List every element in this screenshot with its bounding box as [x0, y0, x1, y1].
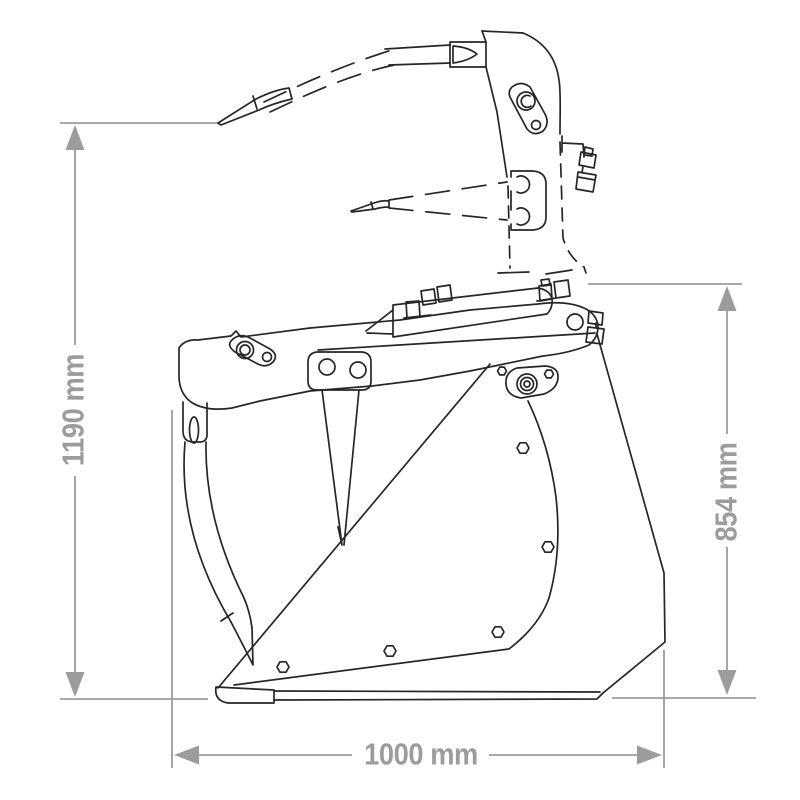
- bucket-cutting-lip: [214, 686, 275, 704]
- dimension-label-overall-height: 1190 mm: [57, 354, 91, 466]
- arrow-right-1000: [637, 745, 662, 765]
- dimension-label-bottom-width: 1000 mm: [364, 738, 478, 772]
- pivot-pin-ring-mid: [519, 376, 535, 392]
- center-spike-bracket-hole-right: [349, 361, 367, 379]
- arm-link-hole-small: [261, 351, 273, 363]
- mast-right-edge-dashed: [559, 141, 585, 268]
- hydraulic-cylinder: [365, 278, 571, 338]
- upper-tine-tip-tick: [252, 95, 258, 110]
- upper-tine-dashed-bottom: [269, 64, 395, 113]
- pivot-pin-center: [523, 380, 531, 388]
- mast-link-hole-small: [530, 119, 542, 131]
- upper-tine-dashed-top: [263, 49, 393, 103]
- middle-tine-bracket-cutout-upper: [516, 175, 531, 194]
- middle-tine-bracket: [510, 170, 547, 231]
- arrow-down-1190: [65, 672, 85, 697]
- arrow-up-1190: [65, 125, 85, 150]
- upper-tine-socket-wedge: [452, 45, 478, 64]
- rear-pivot-bolt: [585, 310, 605, 345]
- arm-link-hub-outer: [235, 340, 255, 360]
- center-spike-bracket-hole-left: [318, 358, 336, 376]
- left-tine-inner-edge: [205, 441, 253, 629]
- middle-tine-phantom: [350, 170, 547, 231]
- mast-right-edge: [522, 32, 562, 135]
- middle-tine-tip-tick: [370, 201, 374, 210]
- upper-tine-tip: [217, 87, 293, 126]
- middle-tine-dashed-bottom: [388, 207, 508, 221]
- left-tine-tip: [220, 612, 254, 666]
- mast-top-cap: [481, 30, 524, 34]
- cylinder-valve-right: [536, 278, 571, 302]
- clamp-bolt-upper: [578, 146, 597, 169]
- hex-hole-1: [516, 441, 530, 455]
- bucket-right-edge: [596, 333, 666, 694]
- cylinder-barrel: [392, 287, 553, 338]
- arm-link-plate: [228, 334, 277, 367]
- clamp-bolt-lower: [575, 166, 597, 193]
- left-tine-outer-edge: [183, 441, 232, 623]
- hex-hole-5: [276, 660, 290, 674]
- mast-link-ring-clip: [520, 94, 532, 109]
- dimension-label-rear-height: 854 mm: [710, 443, 744, 542]
- mast-foot-left: [497, 271, 530, 274]
- hex-hole-pivot-left: [496, 366, 508, 376]
- mast-link-hole-large: [516, 91, 536, 111]
- cylinder-rod: [365, 309, 394, 335]
- mast-left-edge: [485, 66, 508, 178]
- dimension-lines: [60, 122, 756, 768]
- bucket: [214, 332, 666, 704]
- arrow-up-854: [717, 286, 737, 311]
- arm-link-hub-inner: [239, 344, 251, 356]
- mast-frame: [481, 30, 597, 275]
- arm-rear-pivot-hole: [566, 313, 584, 331]
- mast-left-edge-dashed: [507, 185, 511, 269]
- hex-hole-3: [491, 625, 505, 639]
- middle-tine-dashed-top: [388, 181, 508, 201]
- center-spike: [321, 389, 360, 546]
- hex-hole-pivot-right: [543, 369, 555, 379]
- arm-outline: [178, 301, 599, 410]
- hex-hole-4: [383, 644, 397, 658]
- pivot-pin-ring-outer: [516, 373, 538, 395]
- middle-tine-tip: [350, 199, 390, 213]
- dimension-arrowheads: [65, 125, 737, 765]
- bucket-pivot-pin-plate: [505, 365, 559, 399]
- upper-tine-open-position: [217, 41, 487, 126]
- mast-left-edge-top: [481, 30, 487, 43]
- dimension-label-group: 1190 mm 854 mm 1000 mm: [57, 354, 744, 772]
- bucket-back-diagonal: [217, 363, 491, 689]
- bucket-base-plate: [273, 690, 604, 701]
- arrow-down-854: [717, 670, 737, 695]
- grab-drawing: [178, 30, 666, 704]
- upper-tine-solid-end: [384, 44, 451, 66]
- middle-tine-bracket-cutout-lower: [516, 207, 531, 226]
- left-tine-socket-slot: [188, 416, 200, 444]
- grapple-arm: [178, 301, 605, 666]
- bucket-top-edge: [317, 332, 596, 351]
- bucket-side-panel-curve: [233, 400, 559, 686]
- mast-right-edge-hook: [583, 266, 587, 274]
- arrow-left-1000: [174, 745, 199, 765]
- mast-link-plate: [508, 82, 548, 135]
- hex-hole-2: [541, 540, 555, 554]
- center-spike-bracket: [307, 351, 372, 391]
- mast-foot-right: [545, 269, 573, 275]
